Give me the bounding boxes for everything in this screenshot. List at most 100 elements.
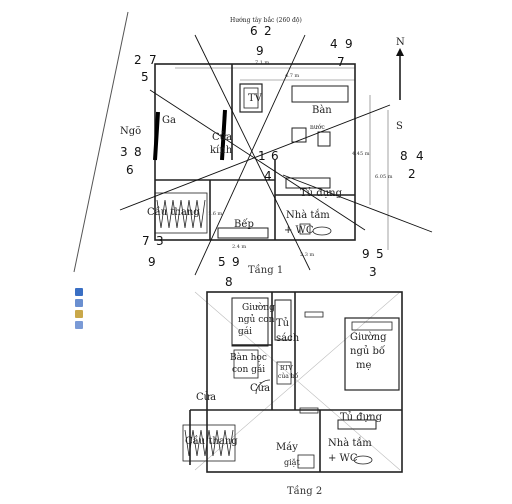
compass-south: S — [396, 121, 403, 132]
label-tv: TV — [248, 93, 263, 104]
label-cau-thang-f2: Cầu thang — [185, 435, 238, 447]
floor1-title: Tầng 1 — [248, 264, 283, 276]
kitchen-counter — [217, 227, 269, 239]
label-ga: Ga — [162, 115, 176, 126]
dim-right-1: 4.45 m — [352, 151, 370, 157]
num-bottom-left-b: 3 — [156, 234, 164, 248]
label-tu-dung-f1: Tủ đựng — [300, 188, 343, 199]
label-nha-tam-f1-2: + WC — [284, 225, 314, 236]
num-top-left-b: 7 — [149, 53, 157, 67]
label-tu-dung-f2: Tủ đựng — [340, 412, 383, 423]
num-top-mid-c: 9 — [256, 44, 264, 58]
num-bottom-right-c: 3 — [369, 265, 377, 279]
num-bottom-mid-a: 5 — [218, 255, 226, 269]
num-top-mid-a: 6 — [250, 24, 258, 38]
toolbar-icon-4[interactable] — [75, 321, 83, 329]
num-center-b: 6 — [271, 149, 279, 163]
stairs-f1-box — [154, 192, 208, 234]
dir-line-5 — [282, 174, 433, 233]
dir-line-3 — [149, 89, 366, 231]
label-nha-tam-f1-1: Nhà tắm — [286, 209, 330, 221]
bed-daughter — [231, 297, 269, 347]
label-giuong-bo-1: Giường — [350, 332, 387, 343]
label-btv-1: BTV — [280, 365, 293, 372]
num-right-b: 4 — [416, 149, 424, 163]
num-bottom-mid-c: 8 — [225, 275, 233, 289]
dim-bottom-1: 2.4 m — [232, 244, 247, 250]
num-top-left-a: 2 — [134, 53, 142, 67]
label-may-giat-2: giặt — [284, 458, 300, 467]
num-right-c: 2 — [408, 167, 416, 181]
label-nha-tam-f2-1: Nhà tắm — [328, 437, 372, 449]
num-bottom-right-a: 9 — [362, 247, 370, 261]
num-top-mid-b: 2 — [264, 24, 272, 38]
header-note: Hướng tây bắc (260 độ) — [230, 17, 302, 24]
label-cau-thang-f1: Cầu thang — [147, 206, 200, 218]
num-left-b: 8 — [134, 145, 142, 159]
label-tu-sach-2: sách — [276, 333, 300, 344]
stairs-f1 — [154, 192, 208, 234]
dir-line-4 — [119, 104, 391, 211]
label-giuong-con-2: ngủ con — [238, 314, 275, 325]
dir-line-1 — [194, 34, 311, 271]
num-center-a: 1 — [258, 149, 266, 163]
num-right-a: 8 — [400, 149, 408, 163]
label-tu-sach-1: Tủ — [276, 318, 290, 329]
toolbar-icon-2[interactable] — [75, 299, 83, 307]
dad-desk — [276, 361, 292, 385]
num-bottom-right-b: 5 — [376, 247, 384, 261]
floor2-title: Tầng 2 — [287, 485, 322, 497]
bed-parents-pillow — [351, 321, 393, 331]
label-cua-f2-1: Cửa — [196, 392, 216, 403]
num-bottom-left-a: 7 — [142, 234, 150, 248]
stairs-f2-box — [182, 424, 236, 462]
gate-marker — [153, 111, 160, 161]
num-center-c: 4 — [264, 169, 272, 183]
label-cua-f2-2: Cửa — [250, 383, 270, 394]
label-may-giat-1: Máy — [276, 442, 298, 453]
num-top-right-c: 7 — [337, 55, 345, 69]
compass: N S — [396, 37, 405, 132]
num-left-c: 6 — [126, 163, 134, 177]
label-ngo: Ngõ — [120, 126, 141, 137]
num-top-left-c: 5 — [141, 70, 149, 84]
toolbar-icon-1[interactable] — [75, 288, 83, 296]
study-desk — [233, 349, 259, 379]
wc-toilet-f1 — [299, 223, 311, 235]
dim-top-1: 7.1 m — [255, 60, 270, 66]
wc-basin-f2 — [353, 455, 373, 465]
compass-arrow-head — [396, 48, 404, 56]
floor2-outer-wall — [206, 291, 403, 473]
road-edge-line — [73, 11, 129, 273]
stairs-f2-zigzag — [184, 429, 234, 457]
label-cua-kinh-2: kính — [210, 145, 233, 156]
door-swing-f2 — [255, 379, 271, 395]
label-ban-nuoc-2: nước — [310, 124, 325, 131]
label-giuong-con-1: Giường — [242, 302, 275, 313]
num-left-a: 3 — [120, 145, 128, 159]
label-bep: Bếp — [234, 219, 254, 230]
cabinet-f1 — [285, 177, 331, 189]
dim-bottom-2: 2.3 m — [300, 252, 315, 258]
sofa — [291, 85, 349, 103]
label-ban-nuoc-1: Bàn — [312, 105, 332, 116]
tv-screen — [243, 87, 259, 109]
num-bottom-mid-b: 9 — [232, 255, 240, 269]
window-f2-mid — [299, 407, 319, 414]
glass-door-marker — [220, 109, 227, 161]
dim-top-2: 4.7 m — [285, 73, 300, 79]
label-giuong-bo-3: mẹ — [356, 360, 371, 371]
num-bottom-left-c: 9 — [148, 255, 156, 269]
num-top-right-a: 4 — [330, 37, 338, 51]
bed-parents — [344, 317, 400, 391]
direction-lines — [119, 34, 433, 276]
chair-2 — [317, 131, 331, 147]
label-giuong-con-3: gái — [238, 326, 252, 337]
tv-frame — [239, 83, 263, 113]
floor2-walls — [189, 291, 403, 473]
stairs-f1-zigzag — [156, 199, 206, 229]
chair-1 — [291, 127, 307, 143]
toolbar-icon-3[interactable] — [75, 310, 83, 318]
